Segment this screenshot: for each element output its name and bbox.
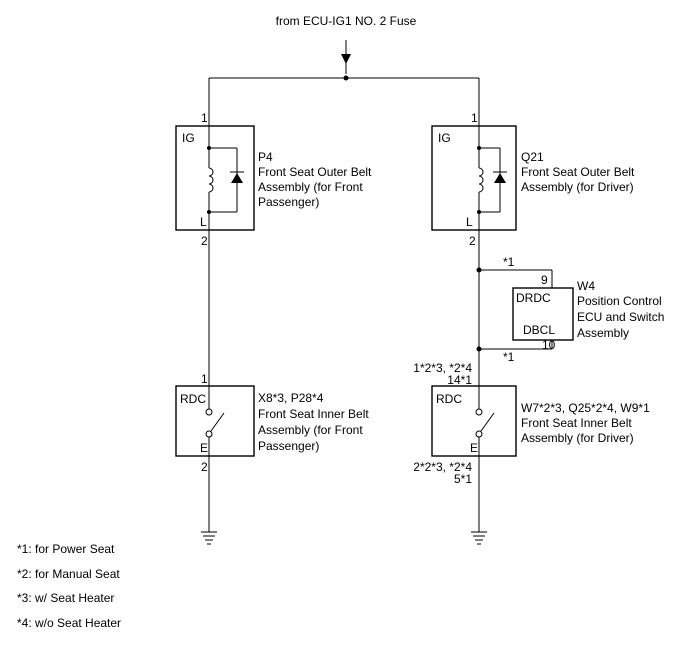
coil-diode-icon bbox=[207, 146, 244, 214]
ecu-name-line-1: Position Control bbox=[577, 294, 662, 308]
right-lower-name-line-1: Front Seat Inner Belt bbox=[521, 416, 632, 430]
right-upper-name-line-2: Assembly (for Driver) bbox=[521, 180, 634, 194]
switch-icon bbox=[205, 386, 225, 456]
coil-diode-icon bbox=[477, 146, 507, 214]
ecu-pin-top: 9 bbox=[541, 273, 548, 287]
right-upper-pin-bottom: 2 bbox=[469, 234, 476, 248]
left-lower-pin-top: 1 bbox=[201, 372, 208, 386]
ecu-terminal-top: DRDC bbox=[516, 291, 551, 305]
left-lower-box bbox=[175, 385, 255, 457]
ecu-pin-bottom: 10 bbox=[542, 338, 556, 352]
left-upper-name-line-2: Assembly (for Front bbox=[258, 180, 363, 194]
source-label: from ECU-IG1 NO. 2 Fuse bbox=[276, 14, 417, 28]
left-upper-name-line-1: Front Seat Outer Belt bbox=[258, 165, 372, 179]
left-upper-terminal-bottom: L bbox=[200, 215, 207, 229]
source-arrow-icon bbox=[341, 54, 351, 64]
ecu-name-line-3: Assembly bbox=[577, 326, 629, 340]
right-upper-terminal-bottom: L bbox=[466, 215, 473, 229]
ecu-code: W4 bbox=[577, 279, 595, 293]
ground-icon bbox=[471, 531, 487, 545]
left-inner-belt-component: 1 RDC E 2 X8*3, P28*4 Front Seat Inner B… bbox=[175, 372, 369, 474]
ecu-component: *1 9 DRDC DBCL 10 *1 W4 Position Control… bbox=[503, 255, 664, 364]
note-with-heater: *3: w/ Seat Heater bbox=[17, 591, 114, 605]
right-upper-terminal-top: IG bbox=[438, 131, 451, 145]
ecu-note-bottom: *1 bbox=[503, 350, 515, 364]
note-power-seat: *1: for Power Seat bbox=[17, 542, 115, 556]
left-upper-box bbox=[175, 125, 255, 231]
left-upper-code: P4 bbox=[258, 150, 273, 164]
right-outer-belt-component: 1 IG L 2 Q21 Front Seat Outer Belt Assem… bbox=[431, 111, 635, 248]
right-lower-pin-bottom-line-1: 2*2*3, *2*4 bbox=[413, 460, 472, 474]
left-outer-belt-component: 1 IG L 2 P4 Front Seat Outer Belt Assemb… bbox=[175, 111, 372, 248]
switch-icon bbox=[475, 386, 495, 456]
right-lower-box bbox=[431, 385, 517, 457]
right-lower-pin-top-line-1: 1*2*3, *2*4 bbox=[413, 361, 472, 375]
right-lower-terminal-top: RDC bbox=[436, 392, 462, 406]
left-upper-pin-bottom: 2 bbox=[201, 234, 208, 248]
right-lower-terminal-bottom: E bbox=[470, 441, 478, 455]
left-upper-terminal-top: IG bbox=[182, 131, 195, 145]
right-lower-pin-top-line-2: 14*1 bbox=[447, 373, 472, 387]
right-lower-code: W7*2*3, Q25*2*4, W9*1 bbox=[521, 401, 650, 415]
left-upper-pin-top: 1 bbox=[201, 111, 208, 125]
left-lower-terminal-bottom: E bbox=[200, 441, 208, 455]
right-upper-code: Q21 bbox=[521, 150, 544, 164]
right-upper-name-line-1: Front Seat Outer Belt bbox=[521, 165, 635, 179]
ecu-terminal-bottom: DBCL bbox=[523, 323, 555, 337]
left-lower-code: X8*3, P28*4 bbox=[258, 391, 324, 405]
left-lower-terminal-top: RDC bbox=[180, 392, 206, 406]
right-lower-name-line-2: Assembly (for Driver) bbox=[521, 431, 634, 445]
note-manual-seat: *2: for Manual Seat bbox=[17, 567, 120, 581]
left-upper-name-line-3: Passenger) bbox=[258, 195, 319, 209]
right-lower-pin-bottom-line-2: 5*1 bbox=[454, 472, 472, 486]
ecu-name-line-2: ECU and Switch bbox=[577, 310, 664, 324]
left-lower-pin-bottom: 2 bbox=[201, 460, 208, 474]
right-inner-belt-component: 1*2*3, *2*4 14*1 RDC E 2*2*3, *2*4 5*1 W… bbox=[413, 361, 650, 486]
left-lower-name-line-1: Front Seat Inner Belt bbox=[258, 407, 369, 421]
note-without-heater: *4: w/o Seat Heater bbox=[17, 616, 121, 630]
right-upper-pin-top: 1 bbox=[471, 111, 478, 125]
left-lower-name-line-3: Passenger) bbox=[258, 439, 319, 453]
ecu-note-top: *1 bbox=[503, 255, 515, 269]
ecu-box bbox=[512, 287, 574, 341]
ground-icon bbox=[201, 531, 217, 545]
left-lower-name-line-2: Assembly (for Front bbox=[258, 423, 363, 437]
